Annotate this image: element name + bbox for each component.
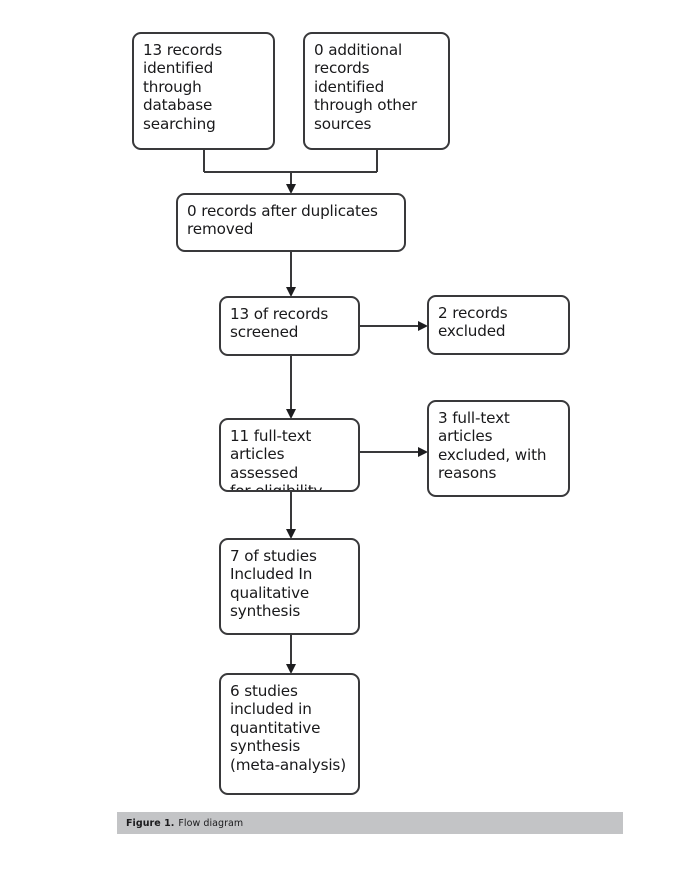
flow-box-database-records: 13 records identified through database s…: [132, 32, 275, 150]
figure-caption-label: Figure 1.: [126, 817, 175, 829]
flow-box-quantitative-synthesis: 6 studies included in quantitative synth…: [219, 673, 360, 795]
flow-box-other-sources-records: 0 additional records identified through …: [303, 32, 450, 150]
flow-box-fulltext-excluded: 3 full-text articles excluded, with reas…: [427, 400, 570, 497]
figure-caption: Figure 1. Flow diagram: [117, 812, 623, 834]
flow-box-duplicates-removed: 0 records after duplicates removed: [176, 193, 406, 252]
flow-box-records-screened: 13 of records screened: [219, 296, 360, 356]
figure-caption-text: Flow diagram: [178, 817, 244, 829]
flow-box-records-excluded: 2 records excluded: [427, 295, 570, 355]
flow-box-fulltext-assessed: 11 full-text articles assessed for eligi…: [219, 418, 360, 492]
flow-box-qualitative-synthesis: 7 of studies Included In qualitative syn…: [219, 538, 360, 635]
